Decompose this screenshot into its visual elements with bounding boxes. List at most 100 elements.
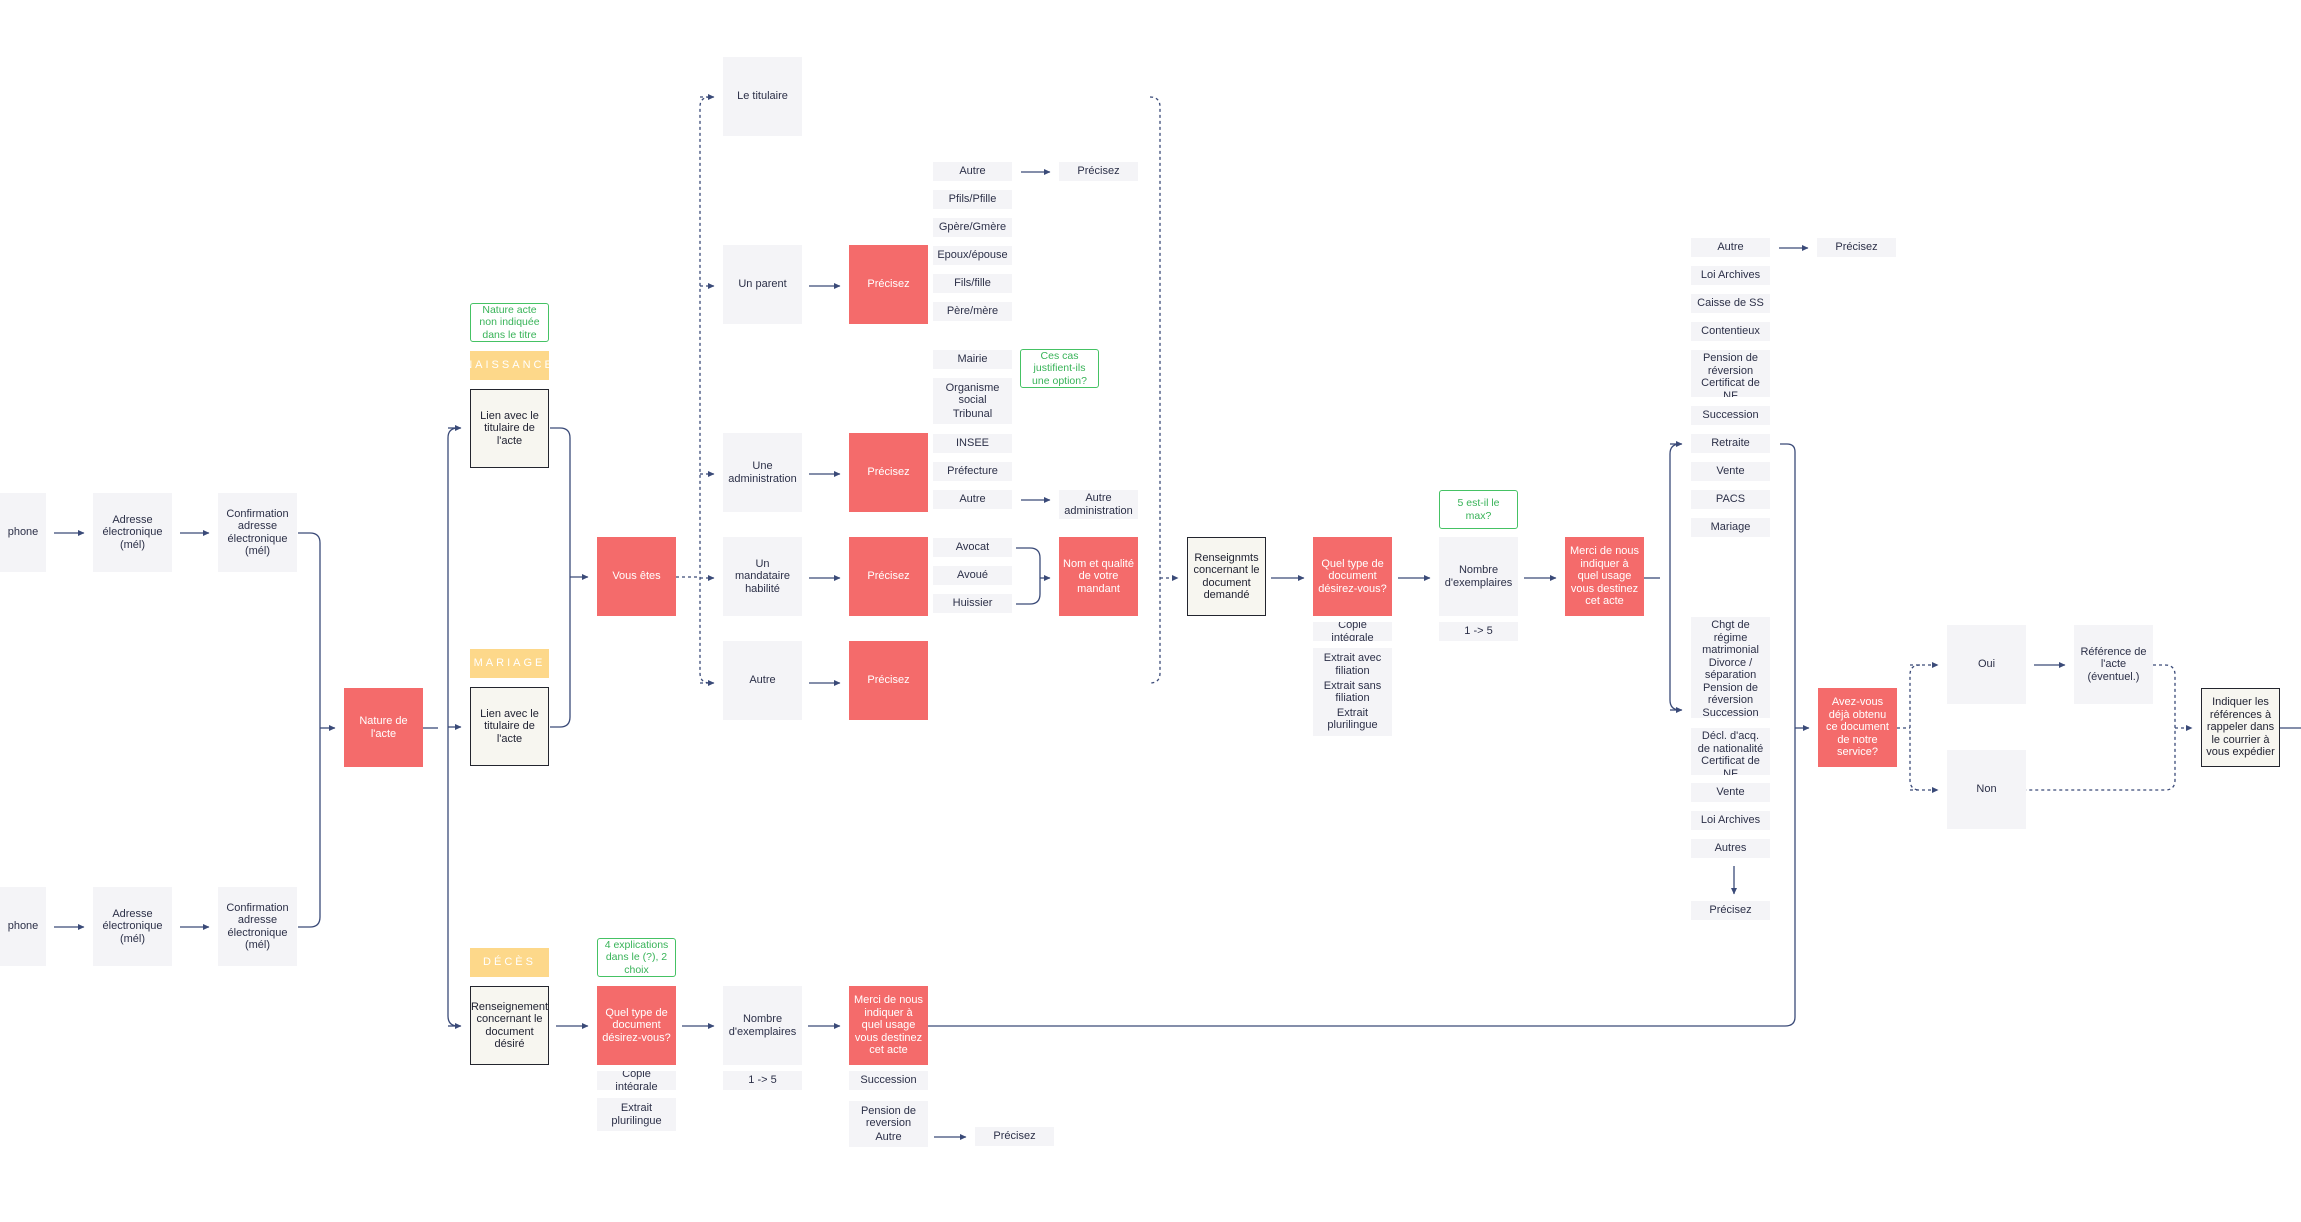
node-confirm2: Confirmation adresse électronique (mél) xyxy=(218,887,297,966)
node-label: Un parent xyxy=(738,278,787,291)
node-non: Non xyxy=(1947,750,2026,829)
node-label: Huissier xyxy=(952,597,993,610)
node-label: Nom et qualité de votre mandant xyxy=(1063,557,1134,595)
node-label: Une administration xyxy=(728,460,797,485)
node-label: DÉCÈS xyxy=(483,956,536,969)
node-u-retraite: Retraite xyxy=(1691,434,1770,453)
node-label: Mariage xyxy=(1710,521,1751,534)
node-p-pere: Père/mère xyxy=(933,302,1012,321)
node-d-succession: Succession xyxy=(849,1071,928,1090)
node-a-autre-admin: Autre administration xyxy=(1059,490,1138,519)
node-label: Avocat xyxy=(955,541,990,554)
node-d-usage: Merci de nous indiquer à quel usage vous… xyxy=(849,986,928,1065)
node-d-copie: Copie intégrale xyxy=(597,1071,676,1090)
node-label: Epoux/épouse xyxy=(937,249,1008,262)
node-label: Précisez xyxy=(993,1130,1036,1143)
node-label: Renseignmts concernant le document deman… xyxy=(1193,551,1260,602)
node-un-parent: Un parent xyxy=(723,245,802,324)
node-d-nb: Nombre d'exemplaires xyxy=(723,986,802,1065)
node-d-precisez: Précisez xyxy=(975,1127,1054,1146)
node-label: Avoué xyxy=(957,569,988,582)
node-precisez-admin: Précisez xyxy=(849,433,928,512)
node-label: Gpère/Gmère xyxy=(938,221,1007,234)
node-note-deces: 4 explications dans le (?), 2 choix xyxy=(597,938,676,977)
node-renseignement-deces: Renseignement concernant le document dés… xyxy=(470,986,549,1065)
node-label: Extrait plurilingue xyxy=(1327,706,1378,732)
node-label: Précisez xyxy=(867,570,910,583)
node-a-autre: Autre xyxy=(933,490,1012,509)
node-label: Nature acte non indiquée dans le titre xyxy=(479,303,540,341)
node-tag-deces: DÉCÈS xyxy=(470,948,549,977)
connector xyxy=(1016,547,1041,605)
node-p-gpere: Gpère/Gmère xyxy=(933,218,1012,237)
node-u-mariage: Mariage xyxy=(1691,518,1770,537)
node-vous-etes: Vous êtes xyxy=(597,537,676,616)
node-label: phone xyxy=(7,920,39,933)
node-label: Succession xyxy=(1702,706,1759,719)
node-label: Vente xyxy=(1716,465,1745,478)
node-tel2: phone xyxy=(0,887,46,966)
node-label: Autres xyxy=(1714,842,1747,855)
node-label: INSEE xyxy=(955,437,989,450)
node-m-huissier: Huissier xyxy=(933,594,1012,613)
node-p-autre: Autre xyxy=(933,162,1012,181)
node-une-administration: Une administration xyxy=(723,433,802,512)
node-label: Vente xyxy=(1716,786,1745,799)
node-email2: Adresse électronique (mél) xyxy=(93,887,172,966)
node-label: Précisez xyxy=(867,466,910,479)
node-label: Pension de réversion xyxy=(1702,681,1759,707)
node-p-pfils: Pfils/Pfille xyxy=(933,190,1012,209)
node-u-caisse: Caisse de SS xyxy=(1691,294,1770,313)
node-label: Autre xyxy=(875,1131,902,1143)
node-label: Extrait plurilingue xyxy=(611,1102,662,1127)
node-label: Certificat de NF xyxy=(1701,377,1760,397)
node-label: Autre xyxy=(959,493,986,506)
node-label: Nombre d'exemplaires xyxy=(728,1013,797,1038)
node-renseignmts: Renseignmts concernant le document deman… xyxy=(1187,537,1266,616)
node-nature: Nature de l'acte xyxy=(344,688,423,767)
node-precisez-autre: Précisez xyxy=(849,641,928,720)
connector xyxy=(550,427,571,728)
node-un-mandataire: Un mandataire habilité xyxy=(723,537,802,616)
node-label: Extrait sans filiation xyxy=(1323,679,1382,705)
node-label: Quel type de document désirez-vous? xyxy=(1318,557,1387,595)
node-nb-ex: Nombre d'exemplaires xyxy=(1439,537,1518,616)
node-u-precisez: Précisez xyxy=(1817,238,1896,257)
node-u-precisez2: Précisez xyxy=(1691,901,1770,920)
node-label: Organisme social xyxy=(945,381,1000,407)
node-a-insee: INSEE xyxy=(933,434,1012,453)
node-reference: Référence de l'acte (éventuel.) xyxy=(2074,625,2153,704)
node-d-type: Quel type de document désirez-vous? xyxy=(597,986,676,1065)
node-label: Mairie xyxy=(957,353,988,366)
node-label: Lien avec le titulaire de l'acte xyxy=(480,707,539,745)
node-label: Contentieux xyxy=(1701,325,1760,338)
node-label: Pension de réversion xyxy=(1702,352,1759,377)
node-a-mairie: Mairie xyxy=(933,350,1012,369)
node-label: Succession xyxy=(860,1074,917,1087)
node-u-vente2: Vente xyxy=(1691,783,1770,802)
node-label: Extrait avec filiation xyxy=(1323,652,1382,677)
node-label: Adresse électronique (mél) xyxy=(102,513,163,551)
node-label: Précisez xyxy=(1077,165,1120,178)
node-precisez-mandataire: Précisez xyxy=(849,537,928,616)
node-label: Renseignement concernant le document dés… xyxy=(470,1000,549,1051)
node-label: Précisez xyxy=(867,674,910,687)
node-p-fils: Fils/fille xyxy=(933,274,1012,293)
connector xyxy=(298,532,321,928)
node-label: Loi Archives xyxy=(1700,814,1761,827)
node-tel1: phone xyxy=(0,493,46,572)
node-label: 4 explications dans le (?), 2 choix xyxy=(604,938,669,976)
node-indiquer: Indiquer les références à rappeler dans … xyxy=(2201,688,2280,767)
node-u-contentieux: Contentieux xyxy=(1691,322,1770,341)
node-label: Un mandataire habilité xyxy=(734,557,791,595)
node-label: Vous êtes xyxy=(612,570,661,583)
node-label: Copie intégrale xyxy=(615,1071,658,1090)
node-label: Précisez xyxy=(1835,241,1878,254)
node-u-vente: Vente xyxy=(1691,462,1770,481)
node-m-avocat: Avocat xyxy=(933,538,1012,557)
connector xyxy=(928,443,1796,1027)
